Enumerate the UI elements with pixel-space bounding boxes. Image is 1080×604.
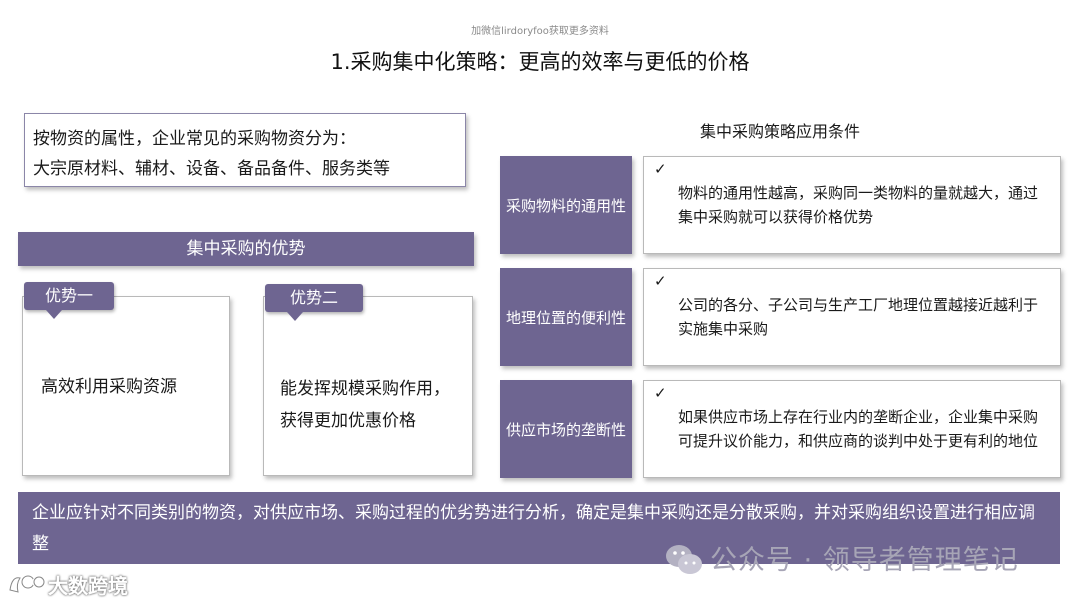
advantage-2-tag: 优势二: [265, 284, 363, 321]
check-icon: ✓: [654, 384, 667, 402]
classification-line-1: 按物资的属性，企业常见的采购物资分为：: [33, 129, 356, 149]
wechat-icon: [664, 542, 704, 578]
condition-2-box: ✓ 公司的各分、子公司与生产工厂地理位置越接近越利于实施集中采购: [643, 268, 1061, 366]
advantage-1-line-1: 高效利用采购资源: [41, 377, 177, 397]
condition-3-box: ✓ 如果供应市场上存在行业内的垄断企业，企业集中采购可提升议价能力，和供应商的谈…: [643, 380, 1061, 478]
condition-1-label: 采购物料的通用性: [500, 156, 632, 254]
conclusion-text: 企业应针对不同类别的物资，对供应市场、采购过程的优劣势进行分析，确定是集中采购还…: [32, 503, 1035, 554]
conclusion-banner: 企业应针对不同类别的物资，对供应市场、采购过程的优劣势进行分析，确定是集中采购还…: [18, 492, 1060, 564]
wechat-watermark-text: 公众号 · 领导者管理笔记: [710, 545, 1019, 576]
condition-2-text: 公司的各分、子公司与生产工厂地理位置越接近越利于实施集中采购: [678, 296, 1039, 338]
advantage-1-card: 高效利用采购资源: [22, 296, 230, 476]
advantage-2-line-1: 能发挥规模采购作用，: [280, 379, 450, 399]
check-icon: ✓: [654, 160, 667, 178]
conditions-title: 集中采购策略应用条件: [699, 122, 860, 141]
condition-1-box: ✓ 物料的通用性越高，采购同一类物料的量就越大，通过集中采购就可以获得价格优势: [643, 156, 1061, 254]
advantage-2-line-2: 获得更加优惠价格: [280, 411, 416, 431]
advantages-header: 集中采购的优势: [18, 232, 474, 266]
condition-3-text: 如果供应市场上存在行业内的垄断企业，企业集中采购可提升议价能力，和供应商的谈判中…: [678, 408, 1039, 450]
material-classification-box: 按物资的属性，企业常见的采购物资分为： 大宗原材料、辅材、设备、备品备件、服务类…: [24, 113, 466, 187]
classification-line-2: 大宗原材料、辅材、设备、备品备件、服务类等: [33, 159, 390, 179]
check-icon: ✓: [654, 272, 667, 290]
condition-3-label: 供应市场的垄断性: [500, 380, 632, 478]
condition-1-text: 物料的通用性越高，采购同一类物料的量就越大，通过集中采购就可以获得价格优势: [678, 184, 1039, 226]
advantage-1-tag: 优势一: [24, 282, 114, 319]
corner-watermark-text: 大数跨境: [48, 574, 128, 598]
advantage-2-card: 能发挥规模采购作用， 获得更加优惠价格: [263, 296, 473, 476]
corner-logo-icon: [6, 570, 46, 598]
page-title: 1.采购集中化策略：更高的效率与更低的价格: [330, 50, 750, 74]
top-watermark-text: 加微信lirdoryfoo获取更多资料: [471, 26, 609, 37]
condition-2-label: 地理位置的便利性: [500, 268, 632, 366]
